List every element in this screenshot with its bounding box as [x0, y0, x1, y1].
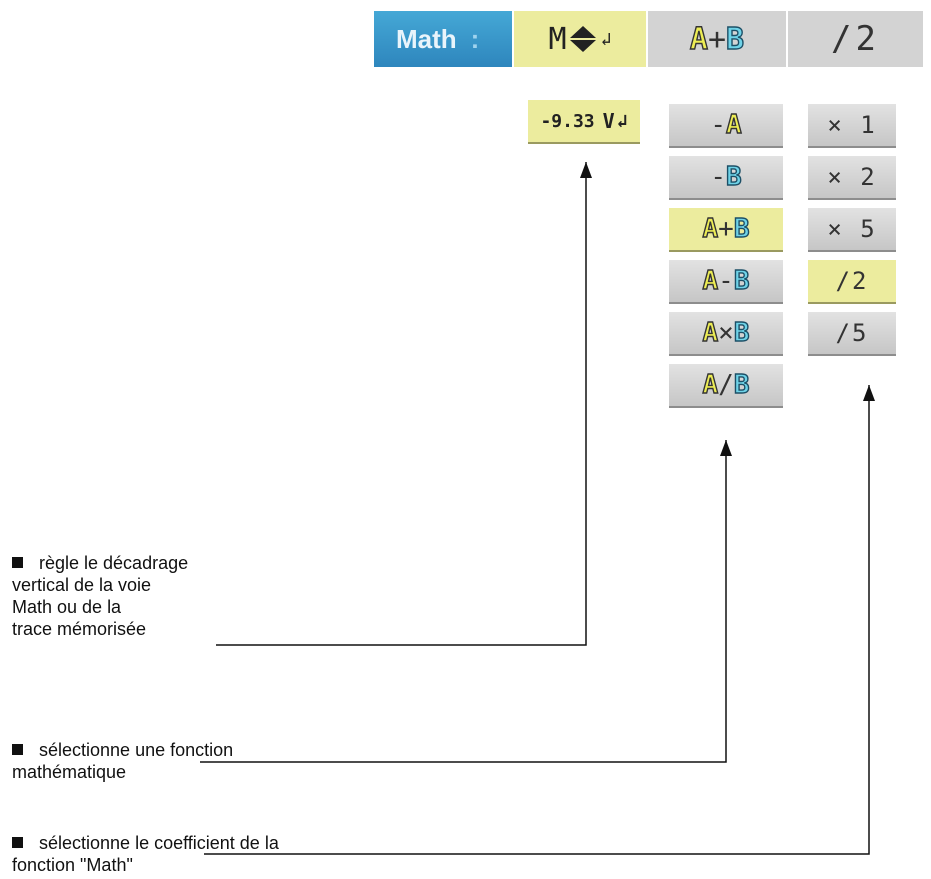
function-operator: -	[710, 110, 726, 140]
offset-value: -9.33	[540, 110, 595, 132]
coefficient-option[interactable]: × 5	[808, 208, 896, 252]
channel-a-label: A	[689, 21, 708, 57]
function-operator: /	[718, 370, 734, 400]
note-line: règle le décadrage	[39, 553, 189, 573]
coefficient-menu-button[interactable]: /2	[786, 11, 923, 67]
function-menu-button[interactable]: A + B	[646, 11, 786, 67]
coefficient-note: sélectionne le coefficient de la fonctio…	[12, 832, 279, 876]
function-callout-line	[200, 440, 732, 763]
channel-b-label: B	[733, 213, 750, 244]
bullet-icon	[12, 837, 23, 848]
function-note: sélectionne une fonction mathématique	[12, 739, 233, 783]
note-line: sélectionne une fonction	[39, 740, 234, 760]
bullet-icon	[12, 744, 23, 755]
up-down-diamond-icon	[569, 26, 596, 52]
coefficient-callout-line	[204, 385, 875, 855]
channel-b-label: B	[733, 317, 750, 348]
enter-arrow-icon: ↲	[616, 110, 628, 132]
math-menu-button[interactable]: Math :	[374, 11, 512, 67]
function-option-a-plus-b[interactable]: A+B	[669, 208, 783, 252]
offset-menu-button[interactable]: M ↲	[512, 11, 646, 67]
function-operator: +	[707, 21, 727, 57]
function-option-minus-b[interactable]: -B	[669, 156, 783, 200]
function-operator: -	[710, 162, 726, 192]
function-option-minus-a[interactable]: -A	[669, 104, 783, 148]
offset-unit: V	[602, 109, 615, 133]
offset-letter: M	[548, 21, 567, 57]
channel-b-label: B	[733, 369, 750, 400]
function-operator: +	[718, 214, 734, 244]
enter-arrow-icon: ↲	[600, 28, 612, 50]
channel-a-label: A	[702, 369, 719, 400]
note-line: trace mémorisée	[12, 619, 147, 639]
function-option-a-minus-b[interactable]: A-B	[669, 260, 783, 304]
coefficient-option[interactable]: /5	[808, 312, 896, 356]
channel-a-label: A	[702, 317, 719, 348]
function-operator: ×	[718, 318, 734, 348]
function-option-a-div-b[interactable]: A/B	[669, 364, 783, 408]
offset-note: règle le décadrage vertical de la voie M…	[12, 552, 188, 640]
math-colon: :	[470, 23, 480, 54]
note-line: fonction "Math"	[12, 855, 133, 875]
offset-callout-line	[216, 162, 592, 646]
channel-b-label: B	[725, 21, 745, 57]
channel-b-label: B	[725, 161, 742, 192]
math-label: Math	[396, 23, 457, 54]
note-line: sélectionne le coefficient de la	[39, 833, 279, 853]
channel-a-label: A	[702, 213, 719, 244]
note-line: Math ou de la	[12, 597, 122, 617]
function-dropdown: -A -B A+B A-B A×B A/B	[669, 104, 783, 408]
bullet-icon	[12, 557, 23, 568]
offset-value-field[interactable]: -9.33 V ↲	[528, 100, 640, 144]
coefficient-option[interactable]: × 1	[808, 104, 896, 148]
function-operator: -	[718, 266, 734, 296]
coefficient-option[interactable]: /2	[808, 260, 896, 304]
channel-b-label: B	[733, 265, 750, 296]
note-line: mathématique	[12, 762, 127, 782]
coefficient-option[interactable]: × 2	[808, 156, 896, 200]
coefficient-dropdown: × 1 × 2 × 5 /2 /5	[808, 104, 896, 356]
math-menubar: Math : M ↲ A + B /2	[374, 11, 923, 67]
note-line: vertical de la voie	[12, 575, 152, 595]
channel-a-label: A	[725, 109, 742, 140]
channel-a-label: A	[702, 265, 719, 296]
function-option-a-times-b[interactable]: A×B	[669, 312, 783, 356]
coefficient-label: /2	[831, 19, 880, 59]
